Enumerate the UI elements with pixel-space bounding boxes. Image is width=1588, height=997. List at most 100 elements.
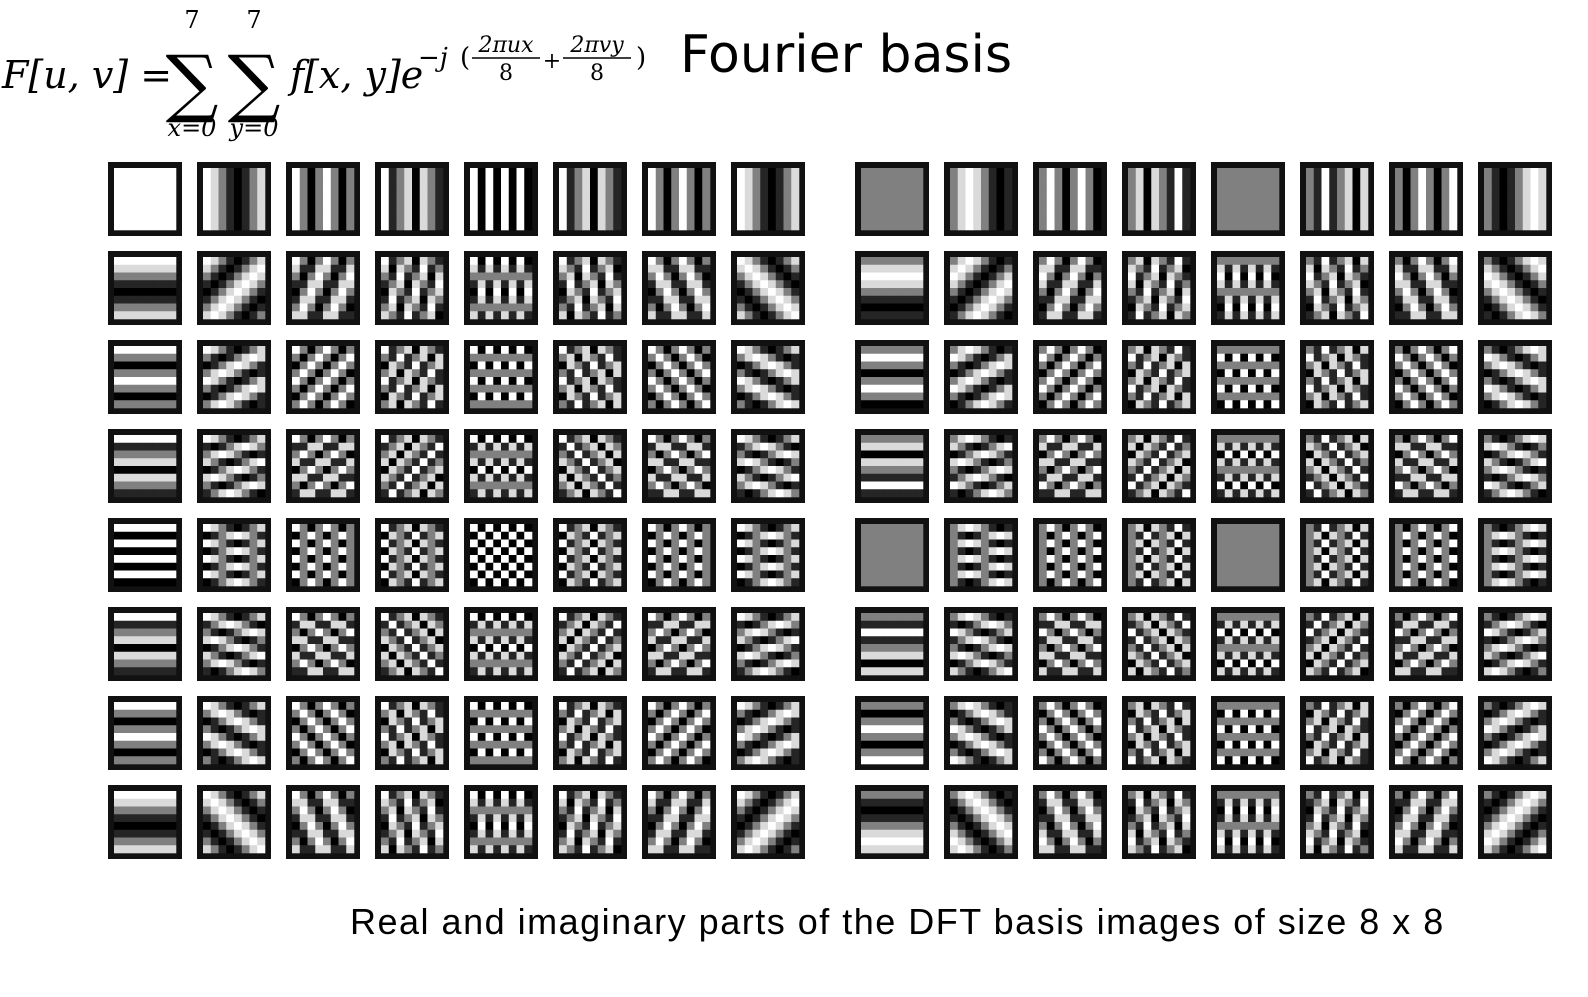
basis-pixel: [861, 168, 870, 177]
basis-pixel: [493, 288, 502, 297]
basis-pixel: [1402, 168, 1411, 177]
basis-pixel: [1224, 199, 1233, 208]
basis-pixel: [582, 450, 591, 459]
basis-pixel: [768, 628, 777, 637]
basis-pixel: [597, 613, 606, 622]
basis-pixel: [791, 280, 800, 289]
basis-pixel: [508, 539, 517, 548]
basis-pixel: [168, 748, 177, 757]
basis-pixel: [396, 288, 405, 297]
basis-pixel: [218, 628, 227, 637]
sum-y-symbol: ∑: [228, 40, 281, 126]
basis-pixel: [330, 578, 339, 587]
basis-pixel: [566, 191, 575, 200]
sum-y-lower: y=0: [229, 114, 279, 142]
basis-tile-imaginary-1-1: [944, 251, 1018, 325]
basis-pixel: [524, 644, 533, 653]
basis-pixel: [613, 481, 622, 490]
basis-pixel: [114, 837, 123, 846]
basis-pixel: [686, 829, 695, 838]
basis-pixel: [605, 442, 614, 451]
basis-pixel: [218, 435, 227, 444]
basis-pixel: [485, 272, 494, 281]
basis-pixel: [137, 199, 146, 208]
basis-pixel: [574, 481, 583, 490]
basis-pixel: [257, 222, 266, 231]
basis-pixel: [1054, 175, 1063, 184]
basis-pixel: [241, 822, 250, 831]
basis-pixel: [470, 489, 479, 498]
basis-pixel: [679, 798, 688, 807]
basis-pixel: [516, 717, 525, 726]
basis-pixel: [559, 733, 568, 742]
basis-pixel: [203, 667, 212, 676]
basis-pixel: [477, 481, 486, 490]
basis-pixel: [129, 547, 138, 556]
basis-pixel: [404, 481, 413, 490]
basis-pixel: [516, 620, 525, 629]
basis-pixel: [582, 667, 591, 676]
basis-pixel: [234, 717, 243, 726]
basis-pixel: [241, 531, 250, 540]
basis-pixel: [1271, 199, 1280, 208]
basis-pixel: [137, 369, 146, 378]
basis-pixel: [1062, 257, 1071, 266]
basis-pixel: [981, 272, 990, 281]
basis-pixel: [783, 733, 792, 742]
basis-pixel: [249, 659, 258, 668]
basis-pixel: [1070, 257, 1079, 266]
basis-pixel: [1522, 175, 1531, 184]
basis-pixel: [1062, 222, 1071, 231]
basis-pixel: [396, 199, 405, 208]
basis-pixel: [114, 280, 123, 289]
basis-pixel: [493, 361, 502, 370]
basis-pixel: [210, 175, 219, 184]
basis-pixel: [470, 191, 479, 200]
basis-pixel: [137, 183, 146, 192]
basis-pixel: [605, 547, 614, 556]
basis-pixel: [1360, 214, 1369, 223]
basis-pixel: [315, 539, 324, 548]
basis-pixel: [1004, 311, 1013, 320]
basis-pixel: [1085, 183, 1094, 192]
basis-pixel: [203, 361, 212, 370]
basis-pixel: [323, 199, 332, 208]
basis-pixel: [338, 555, 347, 564]
basis-pixel: [330, 717, 339, 726]
basis-pixel: [973, 191, 982, 200]
basis-pixel: [671, 272, 680, 281]
basis-pixel: [760, 547, 769, 556]
basis-pixel: [346, 547, 355, 556]
basis-pixel: [1344, 175, 1353, 184]
basis-pixel: [1004, 288, 1013, 297]
basis-pixel: [655, 555, 664, 564]
basis-pixel: [427, 473, 436, 482]
basis-pixel: [597, 168, 606, 177]
basis-pixel: [605, 353, 614, 362]
basis-pixel: [516, 791, 525, 800]
basis-pixel: [315, 369, 324, 378]
basis-pixel: [1271, 214, 1280, 223]
basis-pixel: [299, 288, 308, 297]
basis-pixel: [508, 206, 517, 215]
basis-pixel: [477, 709, 486, 718]
basis-pixel: [988, 272, 997, 281]
basis-pixel: [160, 222, 169, 231]
basis-pixel: [671, 257, 680, 266]
basis-pixel: [338, 659, 347, 668]
basis-pixel: [768, 346, 777, 355]
basis-pixel: [574, 280, 583, 289]
basis-pixel: [648, 288, 657, 297]
basis-pixel: [470, 555, 479, 564]
basis-pixel: [679, 295, 688, 304]
basis-pixel: [516, 458, 525, 467]
basis-pixel: [226, 183, 235, 192]
basis-pixel: [655, 814, 664, 823]
basis-pixel: [419, 806, 428, 815]
basis-pixel: [973, 311, 982, 320]
basis-pixel: [129, 489, 138, 498]
basis-pixel: [249, 183, 258, 192]
basis-pixel: [203, 814, 212, 823]
basis-pixel: [435, 628, 444, 637]
basis-pixel: [388, 272, 397, 281]
